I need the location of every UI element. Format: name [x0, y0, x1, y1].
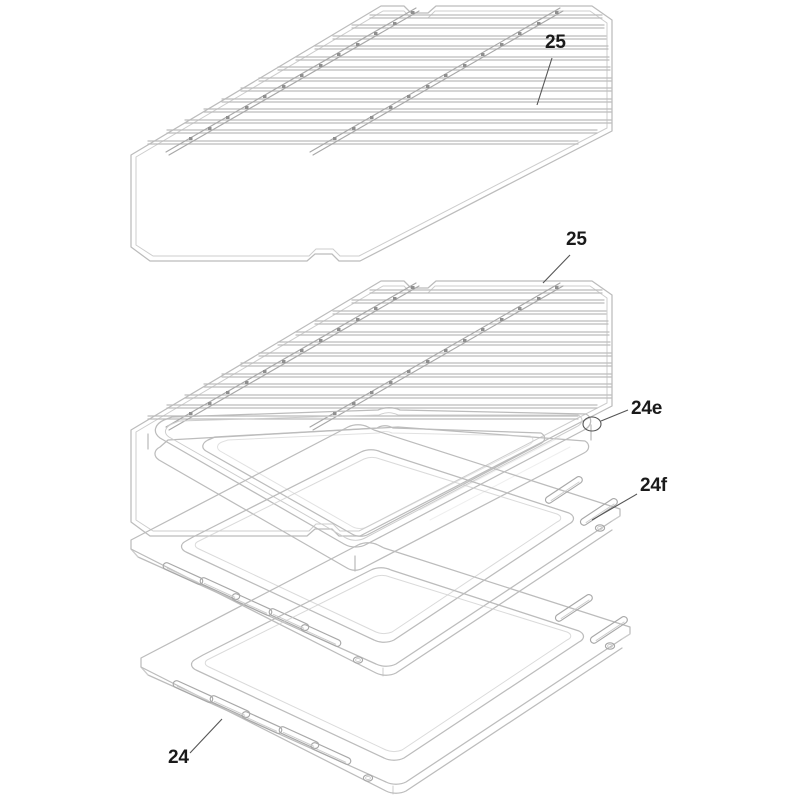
part-wire-rack-upper	[130, 5, 613, 262]
leader-line-25-top	[536, 57, 553, 106]
leader-terminator-24e	[582, 416, 602, 432]
callout-label-25-top: 25	[545, 32, 566, 53]
callout-25-mid: 25	[542, 229, 588, 284]
callout-24e: 24e	[582, 398, 662, 432]
rack-bars-upper	[147, 14, 612, 145]
leader-line-24e	[600, 409, 629, 422]
callout-label-25-mid: 25	[566, 229, 587, 250]
leader-line-24	[189, 718, 223, 754]
callout-24: 24	[168, 718, 223, 768]
frame-lower-slots-right	[553, 592, 630, 646]
leader-line-25-mid	[542, 254, 571, 284]
callout-label-24e: 24e	[631, 398, 662, 419]
frame-lower-holes	[362, 642, 616, 782]
rack-weld-nodes-upper	[189, 11, 559, 140]
leader-line-24f	[591, 493, 638, 521]
callout-25-top: 25	[536, 32, 567, 106]
part-frame-lower	[140, 542, 631, 795]
frame-upper-holes	[352, 524, 606, 664]
part-frame-upper	[130, 424, 621, 677]
rack-weld-nodes-lower	[189, 286, 559, 415]
callout-label-24: 24	[168, 747, 189, 768]
frame-upper-slots-right	[543, 474, 620, 528]
part-baking-tray	[147, 407, 592, 572]
callout-label-24f: 24f	[640, 475, 668, 496]
frame-lower-slots-front-b	[208, 694, 321, 751]
callout-24f: 24f	[591, 475, 668, 521]
frame-lower-slots-front	[171, 679, 353, 767]
